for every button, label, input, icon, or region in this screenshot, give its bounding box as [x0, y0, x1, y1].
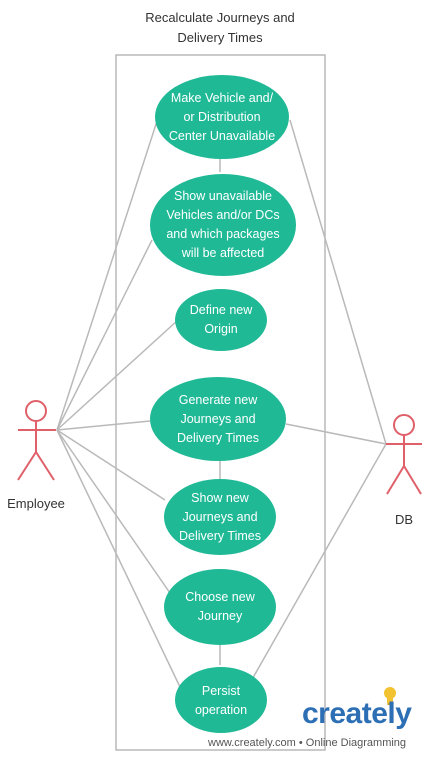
assoc-employee-show-unavailable	[56, 239, 153, 431]
employee-head	[25, 400, 47, 422]
creately-footer[interactable]: www.creately.com • Online Diagramming	[208, 737, 407, 749]
usecase-persist-operation-label: Persist operation	[175, 680, 267, 722]
assoc-db-persist	[245, 443, 387, 691]
system-boundary	[115, 54, 326, 751]
usecase-show-new-journeys-label: Show new Journeys and Delivery Times	[164, 486, 276, 548]
assoc-employee-persist	[56, 429, 181, 688]
uc7-line2: operation	[194, 703, 248, 717]
uc2-line4: will be affected	[181, 246, 265, 260]
uc3-line1: Define new	[189, 303, 253, 317]
db-head	[393, 414, 415, 436]
usecase-show-unavailable-label: Show unavailable Vehicles and/or DCs and…	[150, 180, 296, 270]
usecase-generate-journeys-label: Generate new Journeys and Delivery Times	[150, 388, 286, 450]
uc5-line1: Show new	[191, 490, 249, 505]
system-title-line1: Recalculate Journeys and	[145, 10, 295, 25]
uc6-line2: Journey	[197, 609, 243, 623]
employee-label: Employee	[7, 496, 65, 511]
assoc-db-generate	[285, 423, 387, 445]
creately-logo[interactable]: creately	[302, 697, 412, 730]
assoc-employee-show-new	[56, 429, 166, 501]
uc5-line3: Delivery Times	[179, 528, 261, 543]
usecase-define-origin-label: Define new Origin	[175, 298, 267, 342]
usecase-show-new-journeys[interactable]	[164, 479, 276, 555]
usecase-persist-operation[interactable]	[175, 667, 267, 733]
db-actor[interactable]	[386, 414, 422, 495]
db-right-leg	[403, 465, 422, 495]
uc7-line1: Persist	[201, 684, 241, 698]
uc1-line1: Make Vehicle and/	[170, 90, 274, 105]
employee-right-leg	[35, 451, 55, 481]
db-label: DB	[394, 512, 414, 527]
uc5-line2: Journeys and	[182, 509, 258, 524]
assoc-employee-generate	[56, 420, 151, 431]
usecase-define-origin[interactable]	[175, 289, 267, 351]
usecase-generate-journeys[interactable]	[150, 377, 286, 461]
db-left-leg	[386, 465, 405, 495]
system-title-line2: Delivery Times	[177, 30, 263, 45]
usecase-make-unavailable[interactable]	[155, 75, 289, 159]
employee-actor[interactable]	[17, 400, 56, 481]
uc2-line1: Show unavailable	[174, 189, 272, 203]
usecase-make-unavailable-label: Make Vehicle and/ or Distribution Center…	[155, 80, 289, 154]
uc4-line2: Journeys and	[180, 411, 256, 426]
assoc-db-make-unavailable	[289, 119, 387, 445]
uc1-line3: Center Unavailable	[168, 128, 276, 143]
assoc-employee-choose	[56, 429, 171, 594]
lightbulb-icon	[384, 687, 396, 705]
uc1-line2: or Distribution	[183, 109, 261, 124]
assoc-employee-define-origin	[56, 319, 179, 431]
uc3-line2: Origin	[204, 322, 238, 336]
uc6-line1: Choose new	[185, 590, 255, 604]
uc4-line3: Delivery Times	[177, 430, 259, 445]
usecase-choose-journey-label: Choose new Journey	[164, 586, 276, 628]
employee-left-leg	[17, 451, 37, 481]
assoc-employee-make-unavailable	[56, 117, 159, 431]
uc2-line2: Vehicles and/or DCs	[166, 208, 280, 222]
usecase-choose-journey[interactable]	[164, 569, 276, 645]
uc2-line3: and which packages	[166, 227, 280, 241]
usecase-show-unavailable[interactable]	[150, 174, 296, 276]
uc4-line1: Generate new	[178, 392, 258, 407]
